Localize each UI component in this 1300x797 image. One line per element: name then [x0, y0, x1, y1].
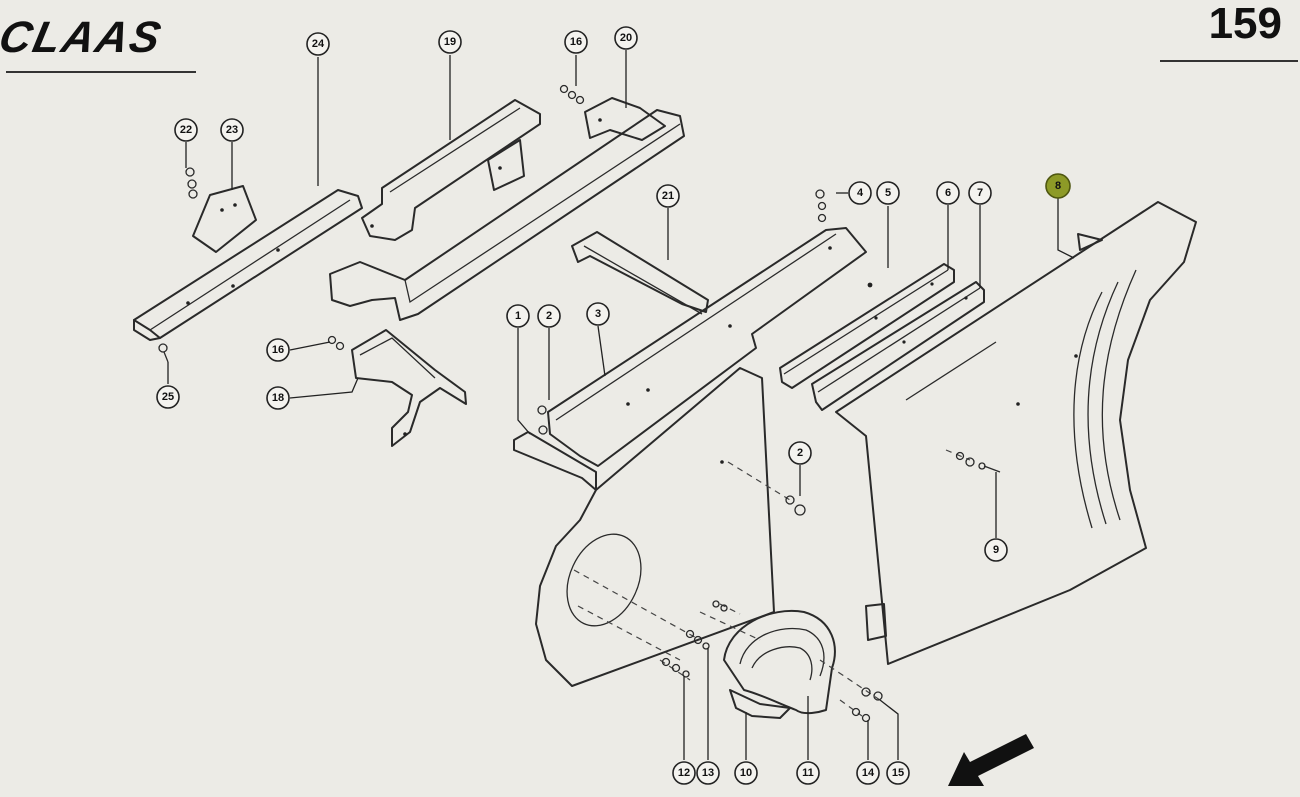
callout-13: 13 [696, 761, 720, 785]
callout-16-left: 16 [266, 338, 290, 362]
svg-text:16: 16 [570, 36, 582, 48]
callout-11: 11 [796, 761, 820, 785]
callout-5: 5 [876, 181, 900, 205]
part-23-plate [192, 185, 257, 253]
callout-15: 15 [886, 761, 910, 785]
part-1-side-panel [513, 367, 775, 687]
svg-text:11: 11 [802, 767, 814, 779]
part-21-angle [571, 231, 709, 315]
part-22-bolt [185, 167, 198, 199]
callout-10: 10 [734, 761, 758, 785]
svg-text:23: 23 [226, 124, 238, 136]
part-9-bolt [945, 449, 1001, 473]
callout-6: 6 [936, 181, 960, 205]
svg-text:3: 3 [595, 308, 601, 320]
svg-text:25: 25 [162, 391, 174, 403]
part-16-bolt-top [559, 84, 585, 105]
svg-text:9: 9 [993, 544, 999, 556]
callout-22: 22 [174, 118, 198, 142]
part-19-bracket [361, 99, 541, 241]
part-25-bolt [158, 343, 169, 363]
part-6-strip [779, 263, 955, 389]
part-16-bolt-left [327, 335, 345, 351]
svg-text:21: 21 [662, 190, 674, 202]
callout-1: 1 [506, 304, 530, 328]
svg-text:7: 7 [977, 187, 983, 199]
svg-text:19: 19 [444, 36, 456, 48]
callout-16-top: 16 [564, 30, 588, 54]
svg-text:22: 22 [180, 124, 192, 136]
callout-labels: 24 19 16 20 22 23 25 16 18 21 1 2 3 2 4 … [156, 26, 1071, 785]
leader-lines [167, 50, 1075, 760]
callout-24: 24 [306, 32, 330, 56]
callout-23: 23 [220, 118, 244, 142]
fastener-nuts [661, 600, 883, 723]
svg-text:18: 18 [272, 392, 284, 404]
svg-text:8: 8 [1055, 180, 1061, 192]
part-3-plate [547, 227, 873, 467]
callout-19: 19 [438, 30, 462, 54]
callout-20: 20 [614, 26, 638, 50]
part-7-strip [811, 281, 985, 411]
part-11-clamp [723, 609, 836, 715]
callout-14: 14 [856, 761, 880, 785]
part-24-long-bracket [133, 189, 363, 341]
svg-text:13: 13 [702, 767, 714, 779]
part-4-bolts [815, 189, 827, 223]
callout-4: 4 [848, 181, 872, 205]
callout-3: 3 [586, 302, 610, 326]
part-10-lug [729, 689, 791, 719]
svg-text:24: 24 [312, 38, 325, 50]
svg-text:4: 4 [857, 187, 864, 199]
svg-text:5: 5 [885, 187, 891, 199]
callout-18: 18 [266, 386, 290, 410]
arrow-down-left-icon [948, 734, 1034, 786]
callout-12: 12 [672, 761, 696, 785]
part-2-nut-top [537, 405, 548, 435]
callout-25: 25 [156, 385, 180, 409]
callout-8-highlighted: 8 [1045, 173, 1071, 199]
brand-logo-text: CLAAS [0, 13, 167, 61]
brand-logo: CLAAS [0, 13, 167, 61]
callout-9: 9 [984, 538, 1008, 562]
svg-text:16: 16 [272, 344, 284, 356]
svg-text:2: 2 [546, 310, 552, 322]
part-18-bracket [351, 329, 467, 447]
part-2-nut-side [727, 461, 806, 516]
part-20-beam [329, 97, 685, 321]
svg-text:1: 1 [515, 310, 521, 322]
svg-text:14: 14 [862, 767, 875, 779]
callout-21: 21 [656, 184, 680, 208]
svg-text:20: 20 [620, 32, 632, 44]
svg-text:6: 6 [945, 187, 951, 199]
svg-text:10: 10 [740, 767, 752, 779]
callout-2-top: 2 [537, 304, 561, 328]
callout-2-side: 2 [788, 441, 812, 465]
callout-7: 7 [968, 181, 992, 205]
svg-text:12: 12 [678, 767, 690, 779]
part-8-curved-panel [835, 201, 1197, 665]
page-number: 159 [1209, 0, 1282, 48]
svg-text:2: 2 [797, 447, 803, 459]
svg-text:15: 15 [892, 767, 904, 779]
